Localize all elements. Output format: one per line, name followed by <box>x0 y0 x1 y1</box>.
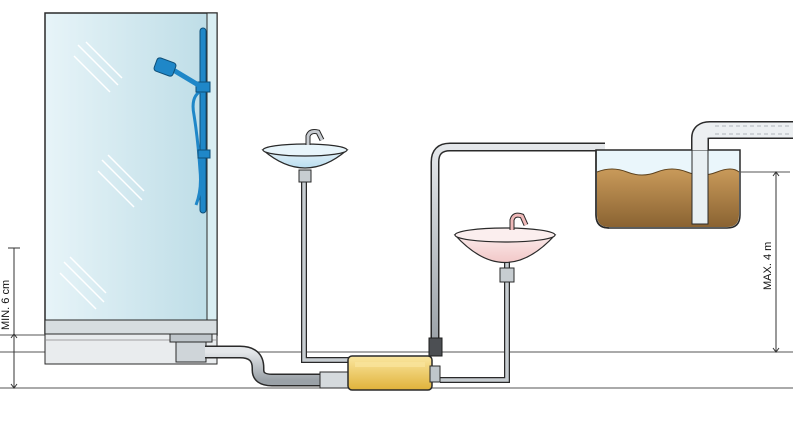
shower-trap <box>169 333 213 363</box>
check-valve <box>428 337 443 357</box>
shower-head-and-rail <box>153 27 211 214</box>
washbasin-left <box>261 129 352 363</box>
glass-reflection <box>59 41 145 310</box>
pipe-connector <box>319 371 351 389</box>
max-height-label: MAX. 4 m <box>762 242 774 290</box>
shower-enclosure <box>44 12 218 365</box>
sewer-tank <box>595 149 741 229</box>
max-height-dimension: MAX. 4 m <box>740 171 790 353</box>
washbasin-right <box>440 212 557 383</box>
outlet-pipe <box>691 121 793 150</box>
min-height-dimension: MIN. 6 cm <box>0 247 45 389</box>
macerator-pump <box>347 355 441 391</box>
min-height-label: MIN. 6 cm <box>0 280 12 330</box>
